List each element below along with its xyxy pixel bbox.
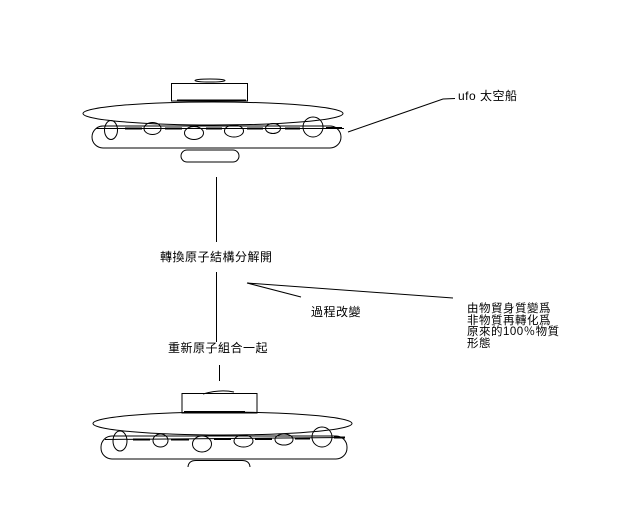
ufo-bottom-window (192, 435, 212, 453)
ufo-spaceship-label: ufo 太空船 (458, 89, 518, 103)
ufo-bottom-window-dashes (133, 436, 345, 441)
ufo-top-window (104, 120, 118, 140)
transform-note-line: 由物貿身質變爲 (467, 303, 551, 315)
ufo-top-hull (91, 125, 342, 149)
ufo-top-window-dashes (125, 127, 342, 130)
ufo-top-window (184, 126, 204, 140)
ufo-bottom-window (112, 430, 128, 452)
step-recompose-label: 重新原子組合一起 (168, 341, 269, 355)
ufo-bottom-cabin (181, 393, 258, 414)
ufo-top-skid (180, 149, 240, 163)
ufo-bottom-icon (92, 390, 353, 468)
ufo-bottom-skid (187, 460, 251, 468)
ufo-bottom-window (152, 433, 169, 448)
ufo-bottom-window (233, 434, 254, 448)
ufo-bottom-window (311, 426, 333, 448)
ufo-top-cabin (171, 83, 248, 102)
ufo-top-window (302, 116, 324, 138)
ufo-top-saucer (82, 101, 344, 126)
ufo-top-window (143, 122, 162, 135)
ufo-bottom-window (274, 433, 294, 446)
ufo-bottom-hull (100, 435, 348, 460)
ufo-bottom-saucer (92, 411, 353, 436)
step-decompose-label: 轉換原子結構分解開 (160, 250, 273, 264)
transform-note-line: 非物質再轉化爲 (467, 314, 551, 327)
ufo-top-window (224, 124, 244, 138)
ufo-label-leader-line (347, 98, 456, 133)
ufo-top-icon (82, 78, 344, 163)
ufo-top-window (265, 123, 281, 134)
ufo-top-antenna (194, 78, 226, 83)
process-change-label: 過程改變 (311, 305, 362, 319)
branch-lines (246, 282, 454, 299)
transform-note-line: 形態 (467, 337, 491, 350)
transform-note: 由物貿身質變爲 非物質再轉化爲 原來的100％物質 形態 (467, 303, 560, 350)
transform-note-line: 原來的100％物質 (467, 326, 560, 339)
